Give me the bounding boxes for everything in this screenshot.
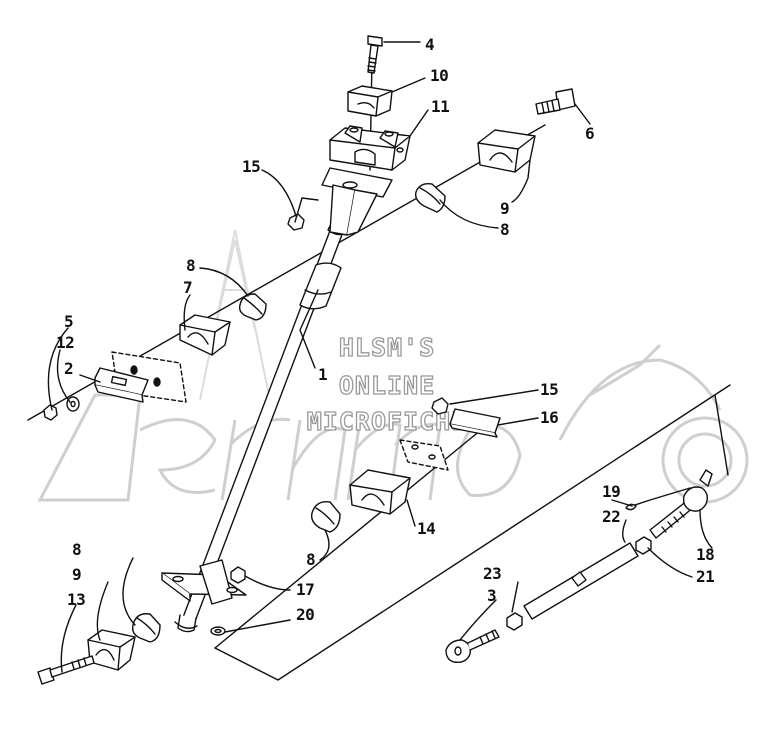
lower-post-bracket <box>161 559 247 605</box>
callout-9: 9 <box>72 565 82 584</box>
callout-15: 15 <box>242 157 261 176</box>
callout-1: 1 <box>318 365 328 384</box>
callout-21: 21 <box>696 567 715 586</box>
tie-rod-leader-line <box>714 394 729 476</box>
cotter-pin-19 <box>631 487 691 507</box>
upper-post-bracket <box>321 167 393 236</box>
callout-8: 8 <box>306 550 316 569</box>
tie-rod-boundary-line <box>214 384 731 681</box>
callout-23: 23 <box>483 564 502 583</box>
bushing-8-upper <box>414 182 446 213</box>
callout-5: 5 <box>64 312 74 331</box>
bushing-8-middle <box>310 501 341 533</box>
bearing-cap-9-upper <box>477 129 536 173</box>
handlebar-block-lower <box>329 125 411 171</box>
bolt-6 <box>535 88 576 115</box>
handlebar-block-upper <box>347 85 393 117</box>
watermark-line-2: ONLINE <box>338 370 436 400</box>
nut-17 <box>230 566 246 584</box>
bushing-8-lower <box>131 613 161 643</box>
callout-6: 6 <box>585 124 595 143</box>
mounting-plate-2 <box>94 351 187 403</box>
watermark-line-1: HLSM'S <box>338 332 436 362</box>
callout-4: 4 <box>425 35 435 54</box>
callout-19: 19 <box>602 482 621 501</box>
washer-20 <box>210 626 226 636</box>
jam-nut-21 <box>635 536 652 555</box>
bolt-13 <box>37 655 95 685</box>
callout-9: 9 <box>500 199 510 218</box>
callout-10: 10 <box>430 66 449 85</box>
callout-18: 18 <box>696 545 715 564</box>
callout-3: 3 <box>487 586 497 605</box>
callout-14: 14 <box>417 519 436 538</box>
tie-rod-end-3 <box>445 629 500 664</box>
callout-8: 8 <box>500 220 510 239</box>
callout-11: 11 <box>431 97 450 116</box>
callout-2: 2 <box>64 359 74 378</box>
bolt-4 <box>367 35 383 74</box>
tie-rod-22 <box>523 542 639 620</box>
bearing-cap-7 <box>179 314 231 356</box>
callout-12: 12 <box>56 333 75 352</box>
callout-8: 8 <box>72 540 82 559</box>
nut-5 <box>43 404 58 421</box>
dashed-bracket <box>399 439 449 471</box>
bushing-8-left <box>238 293 267 321</box>
callout-16: 16 <box>540 408 559 427</box>
jam-nut-23 <box>506 612 523 631</box>
nut-15-right <box>431 397 449 415</box>
callout-20: 20 <box>296 605 315 624</box>
bearing-cap-9-lower <box>87 629 136 671</box>
tie-rod-end-18 <box>649 469 713 539</box>
callout-8: 8 <box>186 256 196 275</box>
plate-16 <box>449 408 501 438</box>
callout-13: 13 <box>67 590 86 609</box>
callout-17: 17 <box>296 580 315 599</box>
callout-15: 15 <box>540 380 559 399</box>
washer-12 <box>66 396 80 412</box>
callout-22: 22 <box>602 507 621 526</box>
bearing-cap-14 <box>349 469 411 515</box>
callout-7: 7 <box>183 278 193 297</box>
